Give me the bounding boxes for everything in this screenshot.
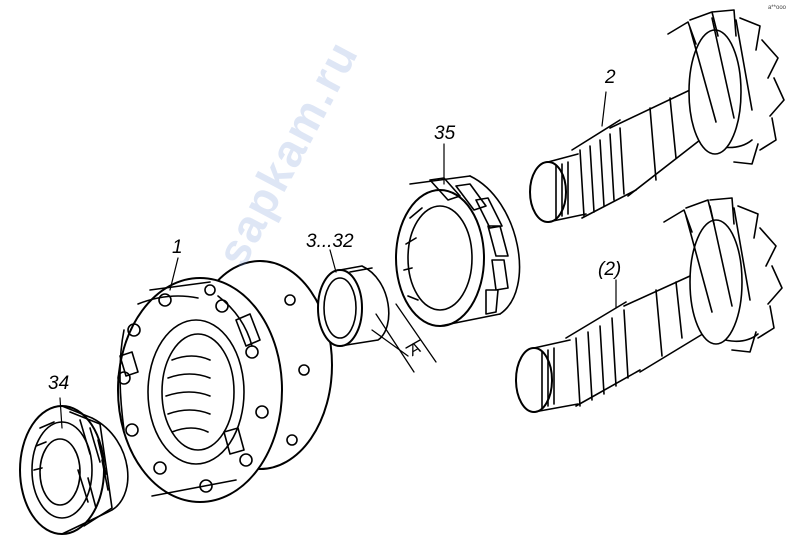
leader-lines — [59, 91, 617, 429]
dimension-a — [371, 303, 437, 373]
callout-34: 34 — [48, 373, 70, 394]
bearing-35 — [395, 175, 521, 327]
pinion-shaft-2 — [529, 9, 785, 223]
callout-3-32: 3...32 — [306, 231, 354, 252]
bearing-34 — [19, 405, 129, 535]
spacer-ring-3-32 — [317, 265, 390, 347]
pinion-shaft-2-alt — [515, 197, 783, 413]
callout-2: 2 — [605, 67, 616, 88]
callout-1: 1 — [172, 237, 183, 258]
callout-2-alt: (2) — [598, 259, 622, 280]
corner-mark: a**ooo — [767, 5, 786, 11]
hub-housing-1 — [117, 260, 333, 503]
callout-35: 35 — [434, 123, 456, 144]
